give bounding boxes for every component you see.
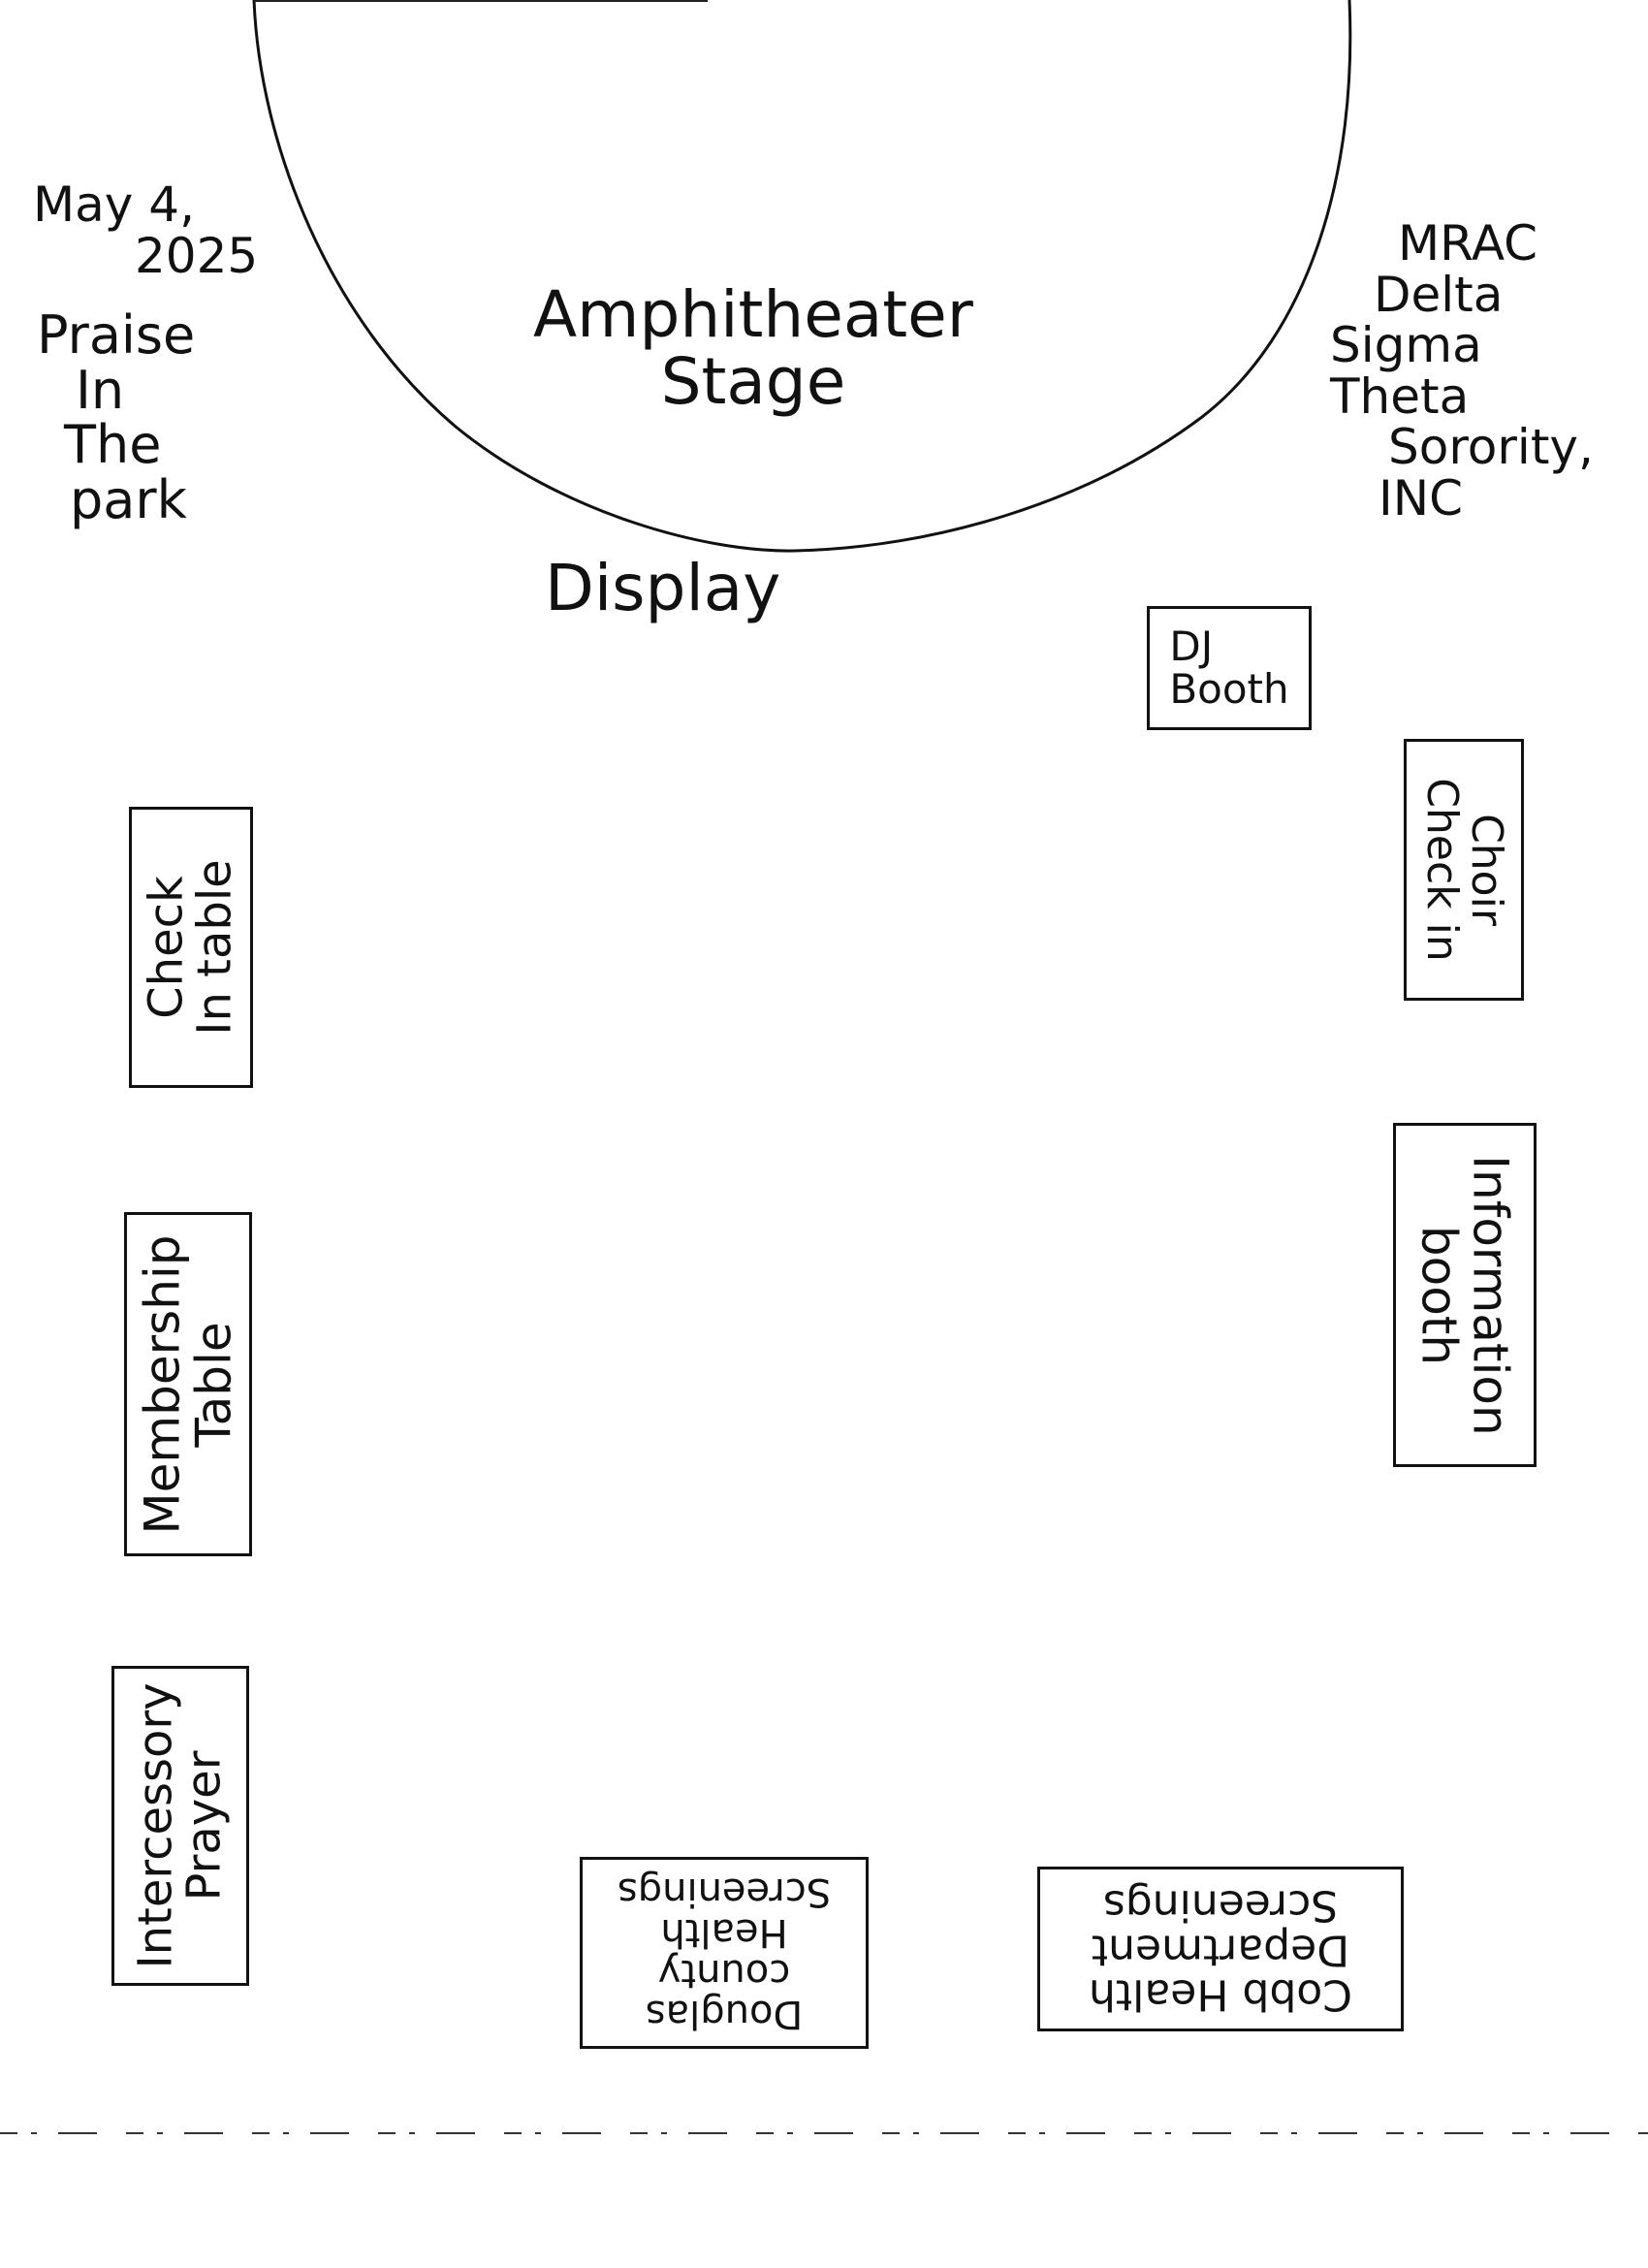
check-in-table-label: Check In table <box>139 859 242 1036</box>
cobb-line-3: Screenings <box>1102 1879 1339 1930</box>
stage-label-line-2: Stage <box>660 344 846 420</box>
membership-line-1: Membership <box>134 1233 191 1535</box>
host-line-3: Sigma <box>1330 317 1482 373</box>
stage-label: Amphitheater Stage <box>533 281 973 416</box>
choir-line-2: Check in <box>1417 778 1467 962</box>
event-name-line-2: In <box>76 359 125 421</box>
intercessory-prayer-label: Intercessory Prayer <box>128 1682 232 1969</box>
cobb-screenings-label: Cobb Health Department Screenings <box>1089 1879 1352 2020</box>
prayer-line-2: Prayer <box>177 1750 232 1901</box>
event-name-line-1: Praise <box>37 304 196 366</box>
douglas-line-3: Health <box>660 1910 788 1955</box>
host-line-2: Delta <box>1374 266 1504 323</box>
event-name-line-3: The <box>64 414 162 476</box>
display-label: Display <box>545 551 781 625</box>
membership-line-2: Table <box>185 1321 241 1448</box>
douglas-line-4: Screenings <box>617 1869 832 1914</box>
information-booth-label: Information booth <box>1411 1154 1519 1436</box>
event-date: May 4, 2025 <box>33 179 258 281</box>
douglas-line-1: Douglas <box>645 1992 804 2036</box>
check-in-line-2: In table <box>188 859 242 1036</box>
dj-booth-line-1: DJ <box>1169 622 1214 670</box>
choir-line-1: Choir <box>1462 814 1512 926</box>
prayer-line-1: Intercessory <box>128 1682 183 1969</box>
event-name-line-4: park <box>70 469 187 531</box>
dj-booth: DJ Booth <box>1147 606 1312 730</box>
choir-check-in-label: Choir Check in <box>1417 778 1512 962</box>
event-date-line-2: 2025 <box>135 227 259 284</box>
membership-table-label: Membership Table <box>134 1233 242 1535</box>
host-line-1: MRAC <box>1398 215 1538 272</box>
information-line-1: Information <box>1462 1154 1519 1436</box>
membership-table: Membership Table <box>124 1212 252 1556</box>
douglas-screenings-label: Douglas county Health Screenings <box>617 1869 832 2036</box>
intercessory-prayer-table: Intercessory Prayer <box>111 1666 249 1986</box>
host-line-5: Sorority, <box>1388 419 1594 475</box>
dj-booth-label: DJ Booth <box>1169 622 1289 713</box>
host-organization: MRAC Delta Sigma Theta Sorority, INC <box>1330 218 1594 524</box>
check-in-table: Check In table <box>129 807 253 1088</box>
stage-label-line-1: Amphitheater <box>533 277 973 352</box>
cobb-line-1: Cobb Health <box>1089 1969 1352 2020</box>
check-in-line-1: Check <box>139 876 194 1019</box>
choir-check-in-table: Choir Check in <box>1404 739 1524 1001</box>
information-booth: Information booth <box>1393 1123 1537 1467</box>
host-line-4: Theta <box>1330 367 1470 425</box>
douglas-county-health-screenings: Douglas county Health Screenings <box>580 1857 869 2049</box>
dj-booth-line-2: Booth <box>1169 665 1289 713</box>
douglas-line-2: county <box>657 1951 791 1996</box>
host-line-6: INC <box>1379 469 1464 527</box>
event-date-line-1: May 4, <box>33 176 195 233</box>
cobb-health-department-screenings: Cobb Health Department Screenings <box>1037 1867 1404 2031</box>
information-line-2: booth <box>1411 1225 1468 1365</box>
cobb-line-2: Department <box>1091 1925 1350 1975</box>
amphitheater-stage-outline <box>252 0 1352 553</box>
event-name: Praise In The park <box>37 304 196 531</box>
